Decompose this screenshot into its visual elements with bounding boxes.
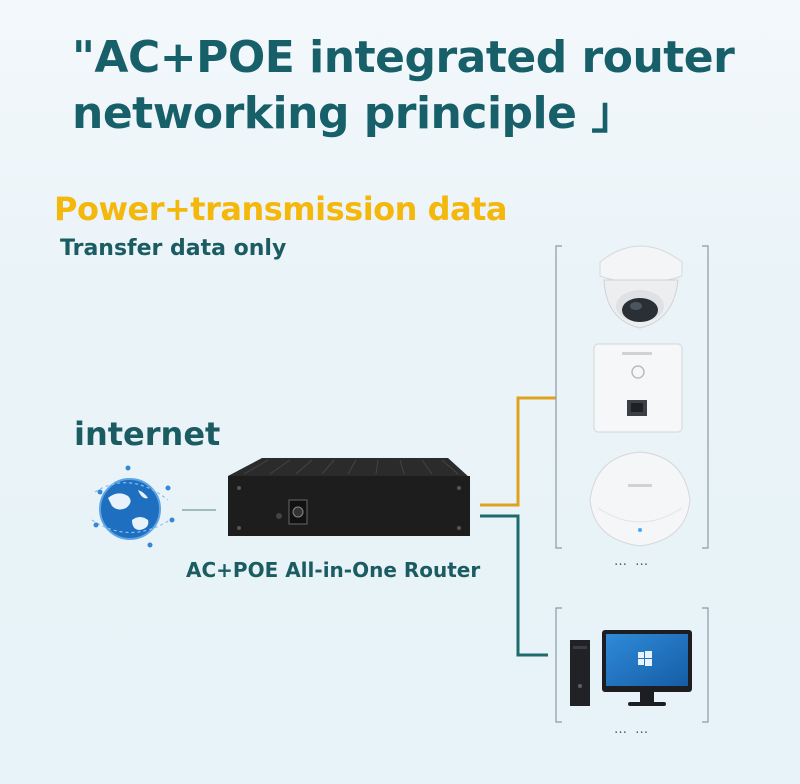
poe-devices-more: … … bbox=[614, 554, 651, 569]
legend-transfer-only: Transfer data only bbox=[60, 236, 287, 261]
poe-devices-bracket bbox=[555, 245, 709, 549]
globe-icon bbox=[91, 465, 175, 548]
windows-logo-icon bbox=[638, 651, 652, 666]
pc-devices-bracket bbox=[555, 607, 709, 723]
power-data-line bbox=[480, 396, 556, 507]
legend-power-transmission: Power+transmission data bbox=[54, 190, 507, 228]
internet-label: internet bbox=[74, 415, 221, 453]
desktop-pc-icon bbox=[570, 630, 692, 706]
pc-devices-more: … … bbox=[614, 722, 651, 737]
camera-icon bbox=[599, 245, 683, 329]
page-title: "AC+POE integrated router networking pri… bbox=[72, 30, 792, 142]
title-line-1: "AC+POE integrated router bbox=[72, 32, 735, 83]
wall-access-point-icon bbox=[593, 343, 683, 433]
title-line-2: networking principle 」 bbox=[72, 88, 635, 139]
router-device bbox=[228, 458, 470, 536]
data-only-line bbox=[480, 514, 548, 657]
router-label: AC+POE All-in-One Router bbox=[186, 558, 481, 582]
ceiling-access-point-icon bbox=[589, 451, 691, 547]
